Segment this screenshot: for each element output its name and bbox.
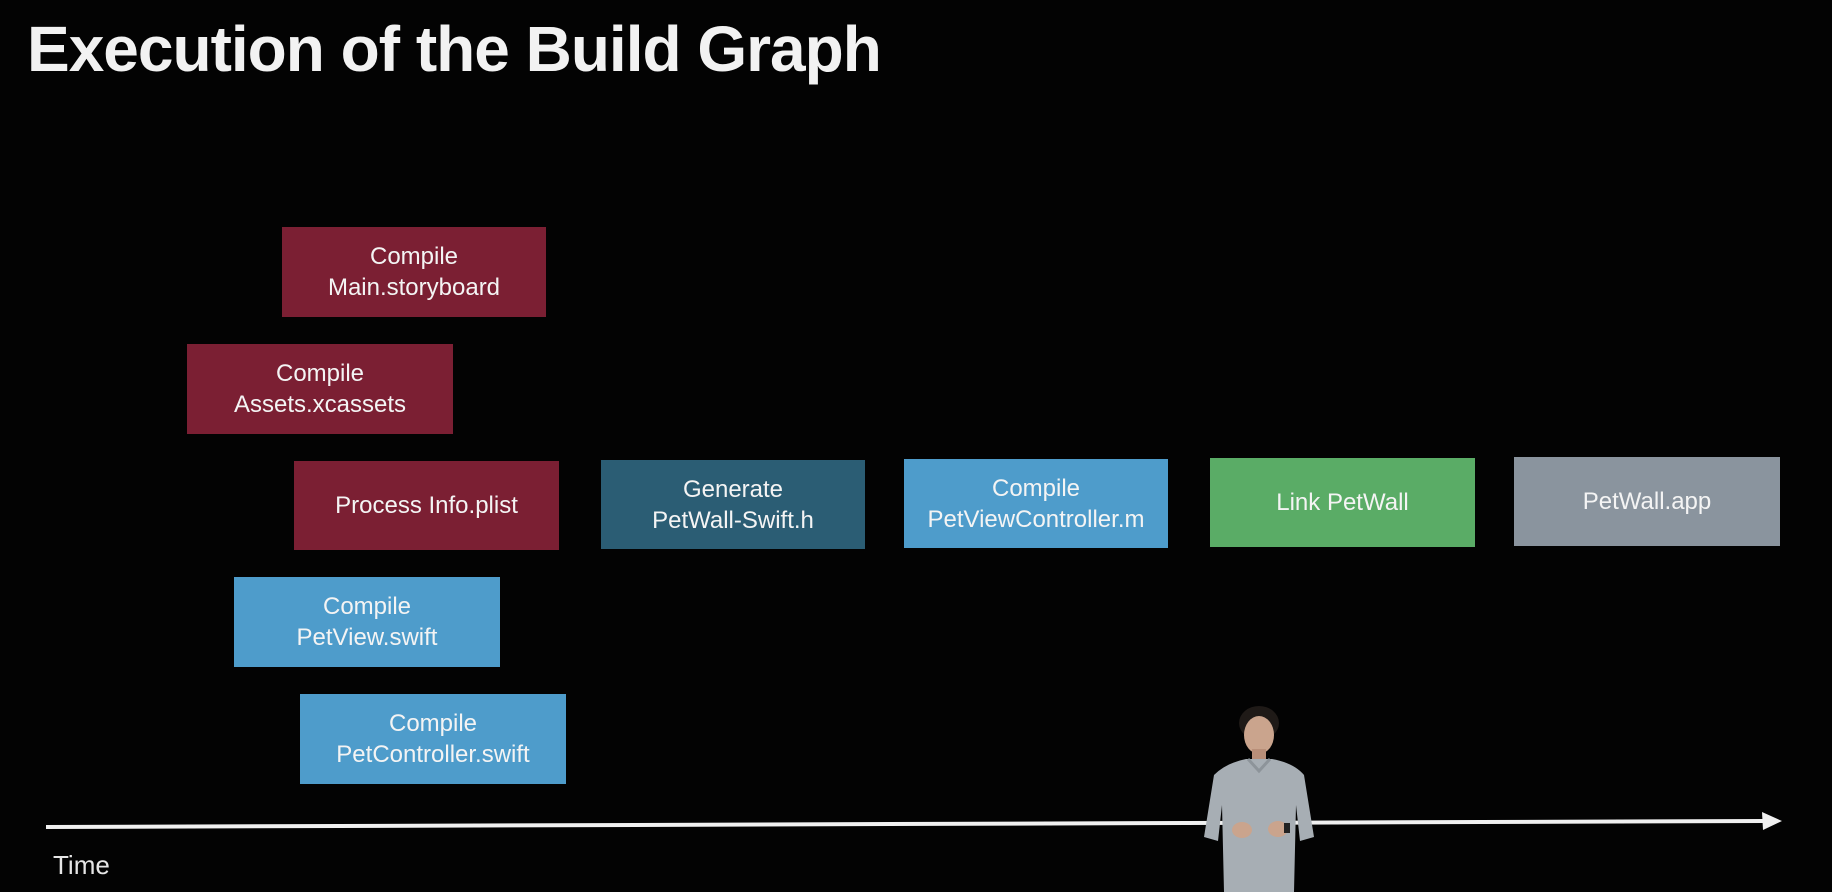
- presenter-figure: [1196, 705, 1322, 892]
- arrow-right-icon: [1762, 812, 1782, 830]
- time-axis-line: [46, 821, 1764, 827]
- time-axis-label: Time: [53, 850, 110, 881]
